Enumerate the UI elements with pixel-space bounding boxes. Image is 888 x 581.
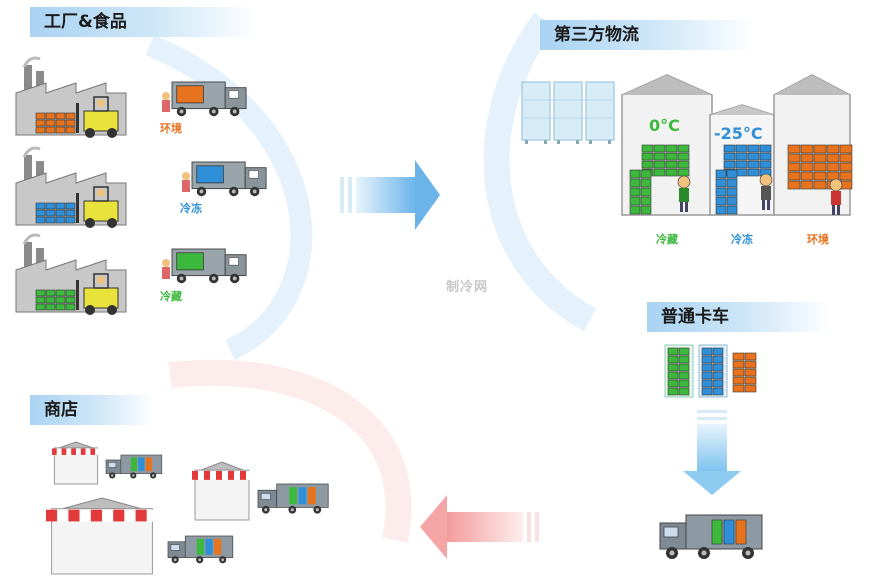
store-small (52, 441, 100, 485)
factory-row-1 (15, 146, 127, 228)
store-truck-2 (167, 535, 234, 564)
section-label-logistics: 第三方物流 (540, 20, 754, 50)
factory-row-label-1: 冷冻 (180, 202, 202, 215)
zone-label-ambient: 环境 (807, 233, 829, 246)
forklift-icon (76, 96, 119, 138)
store-truck-0 (105, 454, 163, 479)
arrow-right-icon (340, 160, 440, 230)
worker-figure-1 (759, 173, 773, 210)
zone-label-frozen: 冷冻 (731, 233, 753, 246)
store-large (46, 497, 158, 575)
factory-row-0 (15, 56, 127, 138)
cold-storage-cabinets (521, 81, 615, 144)
factory-row-2 (15, 233, 127, 315)
temp-chilled: 0°C (649, 116, 680, 135)
factory-truck-1 (182, 161, 267, 197)
factory-truck-2 (162, 248, 247, 284)
factory-truck-0 (162, 81, 247, 117)
temp-frozen: -25°C (714, 124, 763, 143)
truck-load-cabinets (664, 344, 757, 398)
store-medium (192, 461, 252, 521)
warehouse-goods (629, 144, 853, 215)
section-label-truck: 普通卡车 (647, 302, 831, 332)
zone-label-chilled: 冷藏 (656, 233, 678, 246)
factory-row-label-2: 冷藏 (160, 290, 182, 303)
arrow-left-icon (420, 495, 539, 559)
forklift-icon (76, 186, 119, 228)
worker-figure-0 (677, 175, 691, 212)
section-label-store: 商店 (30, 395, 154, 425)
section-label-factory: 工厂&食品 (30, 7, 259, 37)
store-truck-1 (257, 483, 329, 514)
forklift-icon (76, 273, 119, 315)
arrow-down-icon (683, 410, 741, 495)
delivery-truck-icon (659, 514, 763, 559)
watermark-logo: 制冷网 (446, 280, 489, 295)
worker-figure-2 (829, 178, 843, 215)
factory-row-label-0: 环境 (160, 122, 182, 135)
